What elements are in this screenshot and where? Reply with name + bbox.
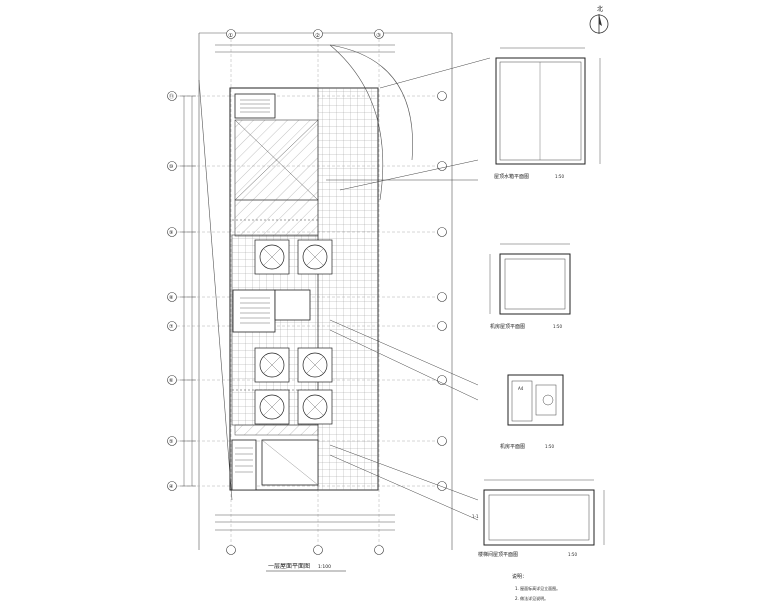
axis-left-5: ⑦ bbox=[169, 324, 174, 330]
axis-left-3: ⑨ bbox=[169, 230, 173, 236]
notes: 说明： 1. 屋面标高详见立面图。 2. 做法详见说明。 bbox=[512, 573, 560, 601]
axis-left-8: ④ bbox=[169, 484, 174, 490]
main-plan-scale: 1:100 bbox=[318, 564, 331, 570]
detail-machine-room: A4 机房平面图 1:50 bbox=[500, 374, 564, 450]
axis-left-4: ⑧ bbox=[169, 295, 174, 301]
main-plan-title: 一层屋面平面图 bbox=[268, 563, 310, 570]
detail3-title: 机房平面图 bbox=[500, 443, 525, 450]
axis-left-1: ⑪ bbox=[169, 93, 174, 100]
section-mark: 1-1 bbox=[472, 514, 479, 519]
note-item-1: 1. 屋面标高详见立面图。 bbox=[515, 585, 560, 591]
detail3-scale: 1:50 bbox=[545, 444, 554, 449]
fan-label: A4 bbox=[518, 386, 524, 391]
site-boundary bbox=[198, 32, 453, 550]
detail1-title: 屋顶水箱平面图 bbox=[494, 173, 529, 180]
axis-left-6: ⑥ bbox=[169, 378, 174, 384]
axis-left-2: ⑩ bbox=[169, 164, 174, 170]
notes-heading: 说明： bbox=[512, 573, 527, 580]
dimension-lines-left bbox=[180, 95, 196, 487]
leader-lines bbox=[326, 57, 491, 521]
axis-left-7: ⑤ bbox=[169, 439, 173, 445]
north-arrow: 北 bbox=[589, 5, 609, 34]
dimension-lines-top bbox=[215, 44, 395, 531]
detail2-scale: 1:50 bbox=[553, 324, 562, 329]
north-label: 北 bbox=[597, 5, 603, 13]
detail4-scale: 1:50 bbox=[568, 552, 577, 557]
main-roof-plan bbox=[229, 87, 379, 491]
axis-top-2: ② bbox=[315, 32, 320, 39]
detail4-title: 楼梯间屋顶平面图 bbox=[478, 551, 518, 558]
note-item-2: 2. 做法详见说明。 bbox=[515, 595, 548, 601]
axis-top-1: ① bbox=[228, 33, 233, 39]
roof-fans bbox=[254, 239, 333, 425]
detail-machine-roof: 机房屋顶平面图 1:50 bbox=[489, 243, 571, 330]
detail-water-tank: 屋顶水箱平面图 1:50 bbox=[494, 47, 601, 180]
detail2-title: 机房屋顶平面图 bbox=[490, 323, 525, 330]
main-plan-title-block: 一层屋面平面图 1:100 bbox=[266, 563, 346, 572]
detail-stair-roof: 1-1 楼梯间屋顶平面图 1:50 bbox=[472, 479, 605, 558]
detail1-scale: 1:50 bbox=[555, 174, 564, 179]
axis-bubbles-top: ① ② ③ bbox=[226, 29, 384, 555]
axis-top-3: ③ bbox=[376, 33, 381, 39]
